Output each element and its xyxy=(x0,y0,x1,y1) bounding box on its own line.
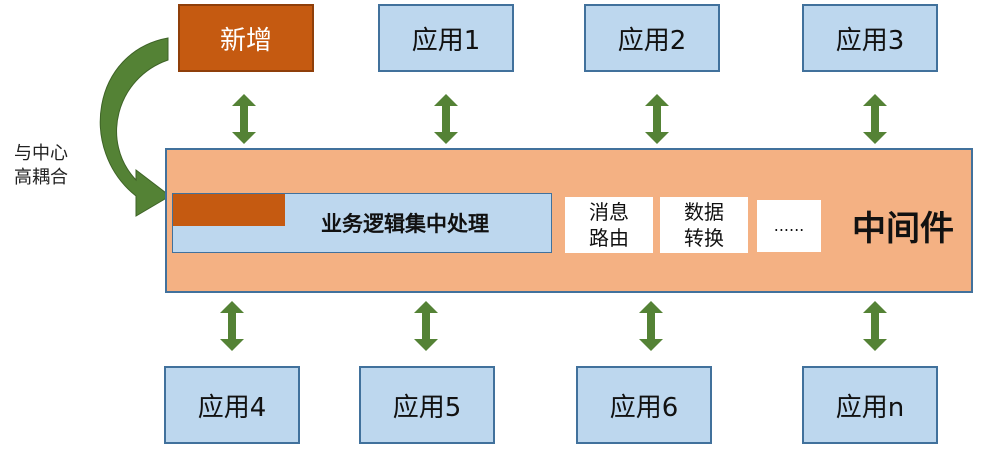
double-arrow-icon xyxy=(434,94,458,144)
curved-arrow-icon xyxy=(99,37,171,217)
app2-label: 应用2 xyxy=(617,25,687,56)
double-arrow-icon xyxy=(639,301,663,351)
data-transform-line2: 转换 xyxy=(684,226,724,250)
appn-box: 应用n xyxy=(802,366,938,444)
middleware-label: 中间件 xyxy=(852,208,954,249)
double-arrow-icon xyxy=(414,301,438,351)
double-arrow-icon xyxy=(232,94,256,144)
coupling-note: 与中心 高耦合 xyxy=(14,142,94,190)
message-routing-box: 消息 路由 xyxy=(565,197,653,253)
data-transform-box: 数据 转换 xyxy=(660,197,748,253)
app6-label: 应用6 xyxy=(609,392,679,423)
app3-box: 应用3 xyxy=(802,4,938,72)
double-arrow-icon xyxy=(863,301,887,351)
coupling-note-line1: 与中心 xyxy=(14,143,68,164)
app6-box: 应用6 xyxy=(576,366,712,444)
double-arrow-icon xyxy=(220,301,244,351)
app4-label: 应用4 xyxy=(197,392,267,423)
more-label: ...... xyxy=(773,216,805,235)
app2-box: 应用2 xyxy=(584,4,720,72)
message-routing-line2: 路由 xyxy=(589,226,629,250)
business-logic-label: 业务逻辑集中处理 xyxy=(321,212,489,236)
data-transform-line1: 数据 xyxy=(684,200,724,224)
new-box: 新增 xyxy=(178,4,314,72)
double-arrow-icon xyxy=(645,94,669,144)
coupling-note-line2: 高耦合 xyxy=(14,167,68,188)
appn-label: 应用n xyxy=(835,392,905,423)
app1-label: 应用1 xyxy=(411,25,481,56)
app4-box: 应用4 xyxy=(164,366,300,444)
app3-label: 应用3 xyxy=(835,25,905,56)
app5-box: 应用5 xyxy=(359,366,495,444)
app5-label: 应用5 xyxy=(392,392,462,423)
message-routing-line1: 消息 xyxy=(589,200,629,224)
business-logic-highlight xyxy=(173,194,285,226)
new-label: 新增 xyxy=(219,25,272,56)
app1-box: 应用1 xyxy=(378,4,514,72)
double-arrow-icon xyxy=(863,94,887,144)
more-box: ...... xyxy=(757,200,821,252)
